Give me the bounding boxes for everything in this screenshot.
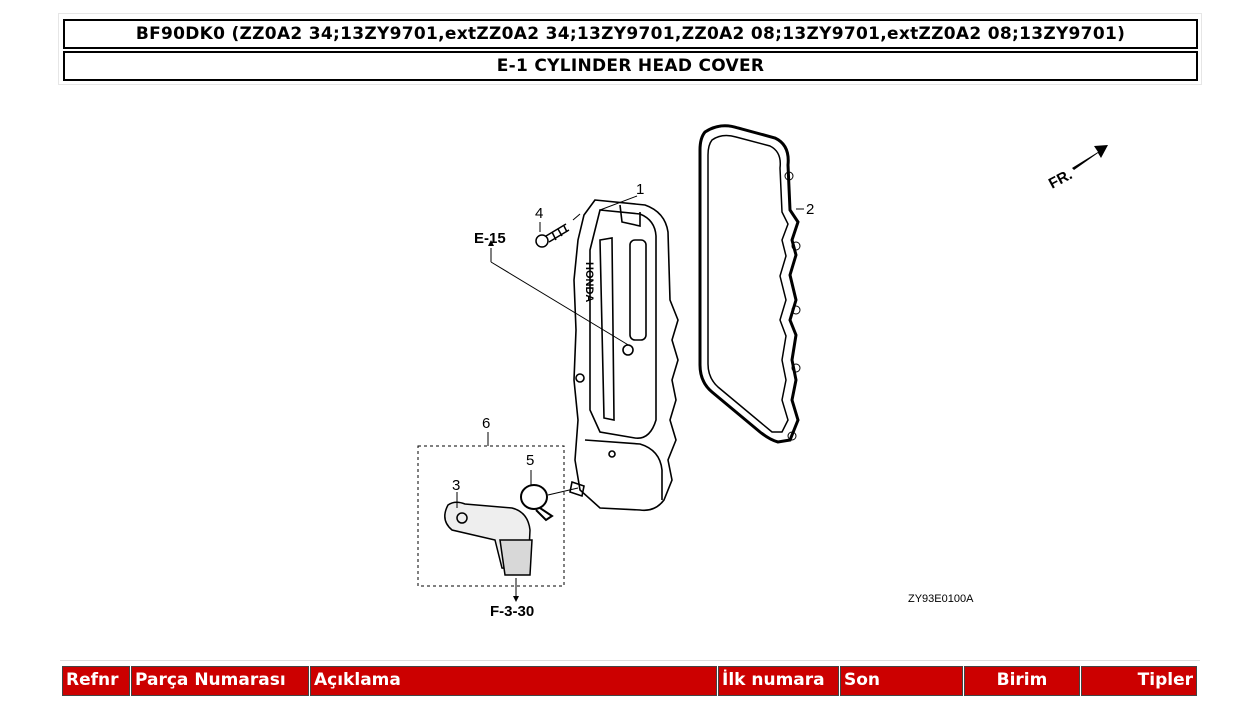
ref-e15: E-15 <box>474 230 506 247</box>
ref-f330: F-3-30 <box>490 603 534 620</box>
drawing-code: ZY93E0100A <box>908 593 974 605</box>
brand-lettering: HONDA <box>583 262 595 302</box>
header-frame <box>58 13 1202 85</box>
col-header-unit[interactable]: Birim <box>964 666 1080 696</box>
parts-table-header <box>60 660 1200 701</box>
front-direction-arrow: FR. <box>1046 145 1108 193</box>
callout-4: 4 <box>535 205 543 222</box>
clamp-part-5[interactable] <box>520 484 554 522</box>
col-header-types[interactable]: Tipler <box>1081 666 1197 696</box>
section-title: E-1 CYLINDER HEAD COVER <box>63 51 1198 81</box>
col-header-part-number[interactable]: Parça Numarası <box>131 666 309 696</box>
callout-5: 5 <box>526 452 534 469</box>
col-header-description[interactable]: Açıklama <box>310 666 717 696</box>
callout-2: 2 <box>806 201 814 218</box>
leader-lines <box>456 195 804 598</box>
callout-1: 1 <box>636 181 644 198</box>
direction-label: FR. <box>1046 166 1075 192</box>
gasket-part-2[interactable] <box>698 124 801 444</box>
col-header-last[interactable]: Son <box>840 666 963 696</box>
cylinder-head-cover-part-1[interactable]: HONDA <box>569 199 679 512</box>
kit-box-part-6 <box>417 432 565 587</box>
col-header-refnr[interactable]: Refnr <box>62 666 130 696</box>
model-title: BF90DK0 (ZZ0A2 34;13ZY9701,extZZ0A2 34;1… <box>63 19 1198 49</box>
callout-6: 6 <box>482 415 490 432</box>
breather-joint-part-3[interactable] <box>444 501 533 576</box>
bolt-part-4[interactable] <box>535 223 570 248</box>
col-header-first-number[interactable]: İlk numara <box>718 666 839 696</box>
callout-3: 3 <box>452 477 460 494</box>
